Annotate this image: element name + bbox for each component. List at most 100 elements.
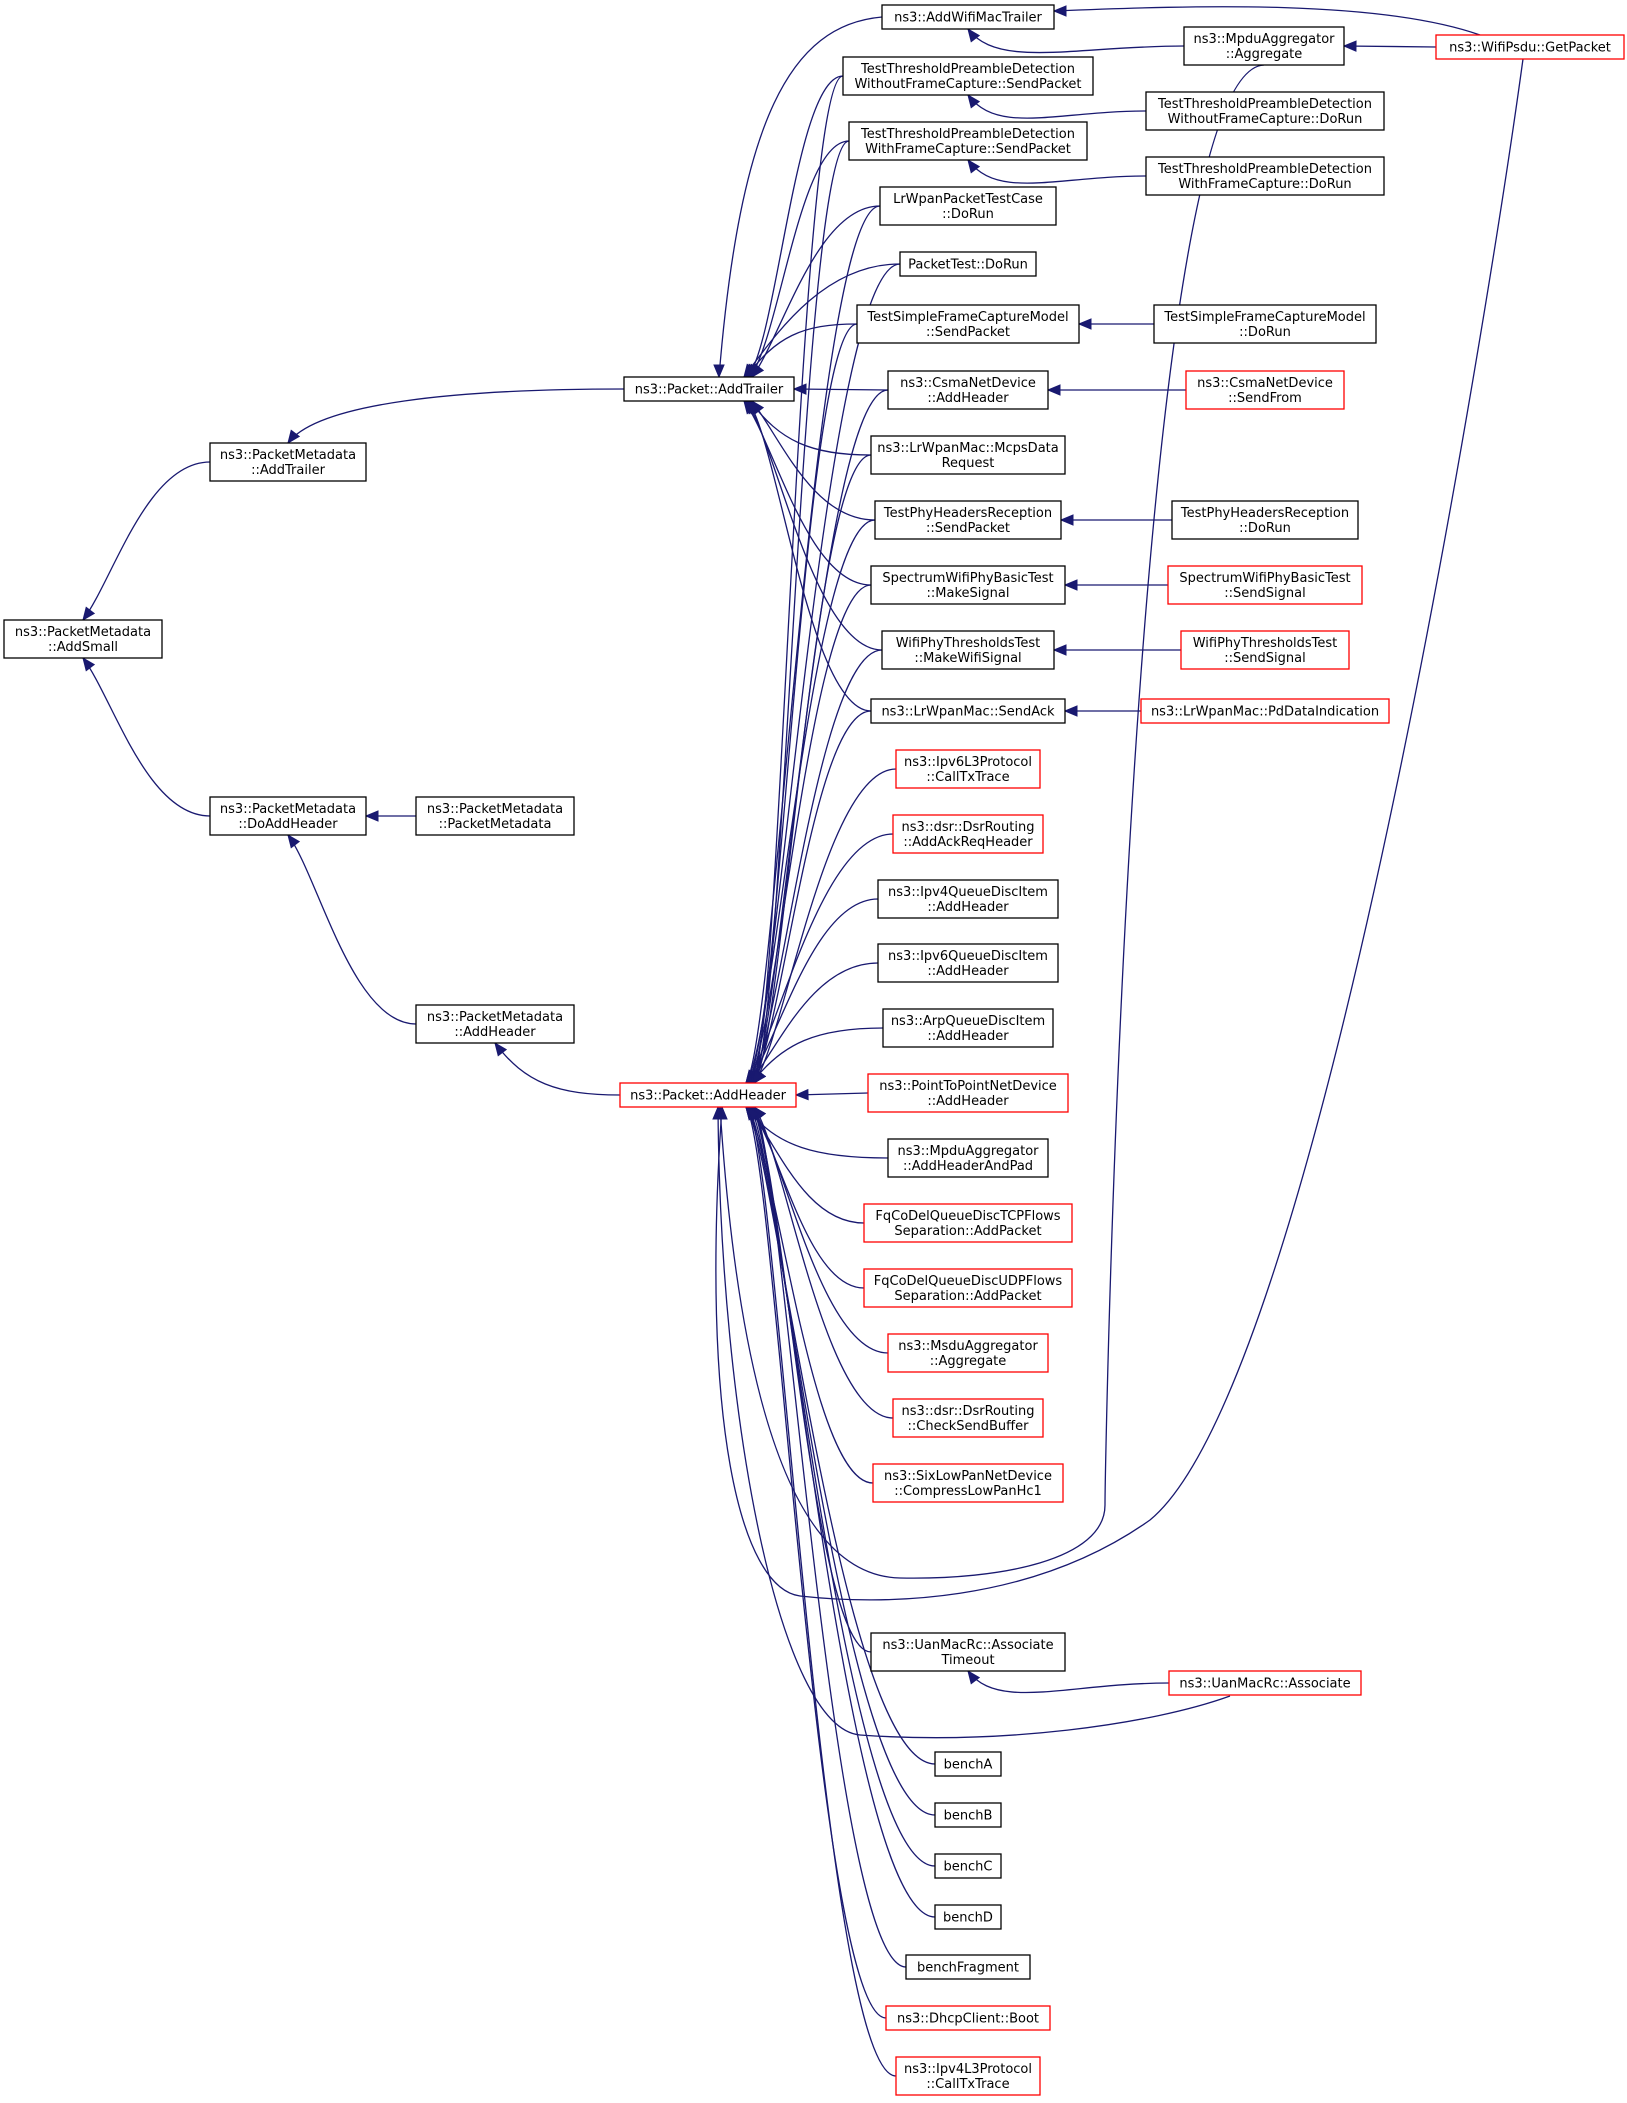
node-label-line: ns3::Ipv4L3Protocol — [904, 2062, 1032, 2077]
node-lrwpan_sendack[interactable]: ns3::LrWpanMac::SendAck — [870, 698, 1066, 724]
arrowhead-pm_addtrailer-to-addsmall — [82, 606, 96, 622]
node-label-line: ::AddSmall — [48, 640, 118, 655]
node-box — [892, 814, 1044, 854]
node-box — [1145, 91, 1385, 131]
node-uan_associate[interactable]: ns3::UanMacRc::Associate — [1168, 1670, 1362, 1696]
node-packettest_dorun[interactable]: PacketTest::DoRun — [899, 251, 1037, 277]
node-label-line: ns3::PacketMetadata — [220, 448, 356, 463]
edge-csma_addheader-to-p_addtrailer — [793, 388, 889, 391]
node-fq_udp[interactable]: FqCoDelQueueDiscUDPFlowsSeparation::AddP… — [863, 1268, 1073, 1308]
node-ipv4l3_calltx[interactable]: ns3::Ipv4L3Protocol::CallTxTrace — [895, 2056, 1041, 2096]
edge-swpbt_make-to-p_addheader — [747, 584, 872, 1084]
node-ttpd_w_dorun[interactable]: TestThresholdPreambleDetectionWithFrameC… — [1145, 156, 1385, 196]
node-label-line: WifiPhyThresholdsTest — [1193, 636, 1338, 651]
node-arpqdi_addheader[interactable]: ns3::ArpQueueDiscItem::AddHeader — [882, 1008, 1054, 1048]
node-dsr_checksend[interactable]: ns3::dsr::DsrRouting::CheckSendBuffer — [892, 1398, 1044, 1438]
node-pm_ctor[interactable]: ns3::PacketMetadata::PacketMetadata — [415, 796, 575, 836]
node-fq_tcp[interactable]: FqCoDelQueueDiscTCPFlowsSeparation::AddP… — [863, 1203, 1073, 1243]
node-ttpd_w_send[interactable]: TestThresholdPreambleDetectionWithFrameC… — [848, 121, 1088, 161]
node-benchd[interactable]: benchD — [934, 1904, 1002, 1930]
node-swpbt_sendsignal[interactable]: SpectrumWifiPhyBasicTest::SendSignal — [1167, 565, 1363, 605]
node-box — [856, 304, 1080, 344]
edge-dhcp_boot-to-p_addheader — [745, 1106, 887, 2019]
node-pm_doaddheader[interactable]: ns3::PacketMetadata::DoAddHeader — [209, 796, 367, 836]
node-label-line: ::MakeWifiSignal — [914, 651, 1021, 666]
node-label-line: ::AddHeader — [927, 391, 1009, 406]
node-addwifimactrailer[interactable]: ns3::AddWifiMacTrailer — [881, 4, 1055, 30]
edge-ttpd_wo_dorun-to-ttpd_wo_send — [967, 94, 1147, 119]
edge-ipv6l3_calltx-to-p_addheader — [753, 768, 897, 1084]
node-box — [867, 1073, 1069, 1113]
node-tphr_send[interactable]: TestPhyHeadersReception::SendPacket — [874, 500, 1062, 540]
edge-lrwpan_doRun-to-p_addheader — [745, 205, 881, 1084]
node-ipv6qdi_addheader[interactable]: ns3::Ipv6QueueDiscItem::AddHeader — [877, 943, 1059, 983]
node-mpdu_agg[interactable]: ns3::MpduAggregator::Aggregate — [1183, 26, 1345, 66]
node-sixlowpan[interactable]: ns3::SixLowPanNetDevice::CompressLowPanH… — [872, 1463, 1064, 1503]
node-label-line: ::AddHeaderAndPad — [903, 1159, 1033, 1174]
node-mpdu_addheaderpad[interactable]: ns3::MpduAggregator::AddHeaderAndPad — [887, 1138, 1049, 1178]
node-bencha[interactable]: benchA — [934, 1751, 1002, 1777]
edge-ipv6qdi_addheader-to-p_addheader — [749, 962, 879, 1084]
arrowhead-lrwpan_sendack-to-p_addtrailer — [747, 399, 761, 415]
node-wifipsdu_getpacket[interactable]: ns3::WifiPsdu::GetPacket — [1435, 34, 1625, 60]
node-box — [842, 56, 1094, 96]
node-label-line: ::CallTxTrace — [926, 2077, 1009, 2092]
edge-arpqdi_addheader-to-p_addheader — [751, 1027, 884, 1084]
node-label-line: ::DoRun — [1239, 521, 1291, 536]
node-label-line: LrWpanPacketTestCase — [893, 192, 1043, 207]
arrowhead-lrwpan_pddata-to-lrwpan_sendack — [1063, 705, 1078, 717]
node-wptt_sendsignal[interactable]: WifiPhyThresholdsTest::SendSignal — [1180, 630, 1350, 670]
node-csma_sendfrom[interactable]: ns3::CsmaNetDevice::SendFrom — [1185, 370, 1345, 410]
node-tphr_dorun[interactable]: TestPhyHeadersReception::DoRun — [1171, 500, 1359, 540]
edge-bencha-to-p_addheader — [745, 1106, 936, 1765]
node-wptt_make[interactable]: WifiPhyThresholdsTest::MakeWifiSignal — [881, 630, 1055, 670]
node-box — [848, 121, 1088, 161]
arrowhead-uan_associate-to-p_addheader — [712, 1105, 724, 1120]
arrowhead-tsfcm_dorun-to-tsfcm_send — [1077, 318, 1092, 330]
node-ttpd_wo_send[interactable]: TestThresholdPreambleDetectionWithoutFra… — [842, 56, 1094, 96]
node-box — [870, 698, 1066, 724]
node-label-line: ns3::DhcpClient::Boot — [897, 2012, 1039, 2027]
node-label-line: ::CallTxTrace — [926, 770, 1009, 785]
node-lrwpan_pddata[interactable]: ns3::LrWpanMac::PdDataIndication — [1140, 698, 1390, 724]
node-pm_addtrailer[interactable]: ns3::PacketMetadata::AddTrailer — [209, 442, 367, 482]
node-benchfrag[interactable]: benchFragment — [905, 1954, 1031, 1980]
node-label-line: ns3::LrWpanMac::PdDataIndication — [1151, 705, 1379, 720]
node-msdu_agg[interactable]: ns3::MsduAggregator::Aggregate — [887, 1333, 1049, 1373]
node-label-line: Timeout — [940, 1653, 994, 1668]
node-ipv4qdi_addheader[interactable]: ns3::Ipv4QueueDiscItem::AddHeader — [877, 879, 1059, 919]
node-p_addheader[interactable]: ns3::Packet::AddHeader — [619, 1082, 797, 1108]
node-ttpd_wo_dorun[interactable]: TestThresholdPreambleDetectionWithoutFra… — [1145, 91, 1385, 131]
node-addsmall[interactable]: ns3::PacketMetadata::AddSmall — [3, 619, 163, 659]
node-label-line: ns3::Ipv4QueueDiscItem — [888, 885, 1048, 900]
node-label-line: ::AddTrailer — [251, 463, 325, 478]
node-label-line: ns3::PacketMetadata — [427, 1010, 563, 1025]
node-dsr_addack[interactable]: ns3::dsr::DsrRouting::AddAckReqHeader — [892, 814, 1044, 854]
arrowhead-pm_ctor-to-pm_doaddheader — [364, 810, 379, 822]
node-dhcp_boot[interactable]: ns3::DhcpClient::Boot — [885, 2005, 1051, 2031]
node-pm_addheader[interactable]: ns3::PacketMetadata::AddHeader — [415, 1004, 575, 1044]
node-p_addtrailer[interactable]: ns3::Packet::AddTrailer — [623, 376, 795, 402]
node-label-line: ns3::Packet::AddHeader — [630, 1089, 786, 1104]
node-tsfcm_dorun[interactable]: TestSimpleFrameCaptureModel::DoRun — [1153, 304, 1377, 344]
node-tsfcm_send[interactable]: TestSimpleFrameCaptureModel::SendPacket — [856, 304, 1080, 344]
node-label-line: WifiPhyThresholdsTest — [896, 636, 1041, 651]
node-benchc[interactable]: benchC — [934, 1853, 1002, 1879]
node-label-line: ns3::LrWpanMac::McpsData — [877, 441, 1058, 456]
node-swpbt_make[interactable]: SpectrumWifiPhyBasicTest::MakeSignal — [870, 565, 1066, 605]
node-ipv6l3_calltx[interactable]: ns3::Ipv6L3Protocol::CallTxTrace — [895, 749, 1041, 789]
node-label-line: TestThresholdPreambleDetection — [1157, 162, 1372, 177]
node-csma_addheader[interactable]: ns3::CsmaNetDevice::AddHeader — [887, 370, 1049, 410]
node-box — [874, 500, 1062, 540]
edge-lrwpan_doRun-to-p_addtrailer — [751, 205, 881, 378]
arrowhead-tphr_dorun-to-tphr_send — [1059, 514, 1074, 526]
node-label-line: ns3::WifiPsdu::GetPacket — [1449, 41, 1611, 56]
node-label-line: TestPhyHeadersReception — [883, 506, 1052, 521]
node-p2p_addheader[interactable]: ns3::PointToPointNetDevice::AddHeader — [867, 1073, 1069, 1113]
node-benchb[interactable]: benchB — [934, 1802, 1002, 1828]
node-lrwpan_doRun[interactable]: LrWpanPacketTestCase::DoRun — [879, 186, 1057, 226]
arrowhead-wptt_sendsignal-to-wptt_make — [1052, 644, 1067, 656]
